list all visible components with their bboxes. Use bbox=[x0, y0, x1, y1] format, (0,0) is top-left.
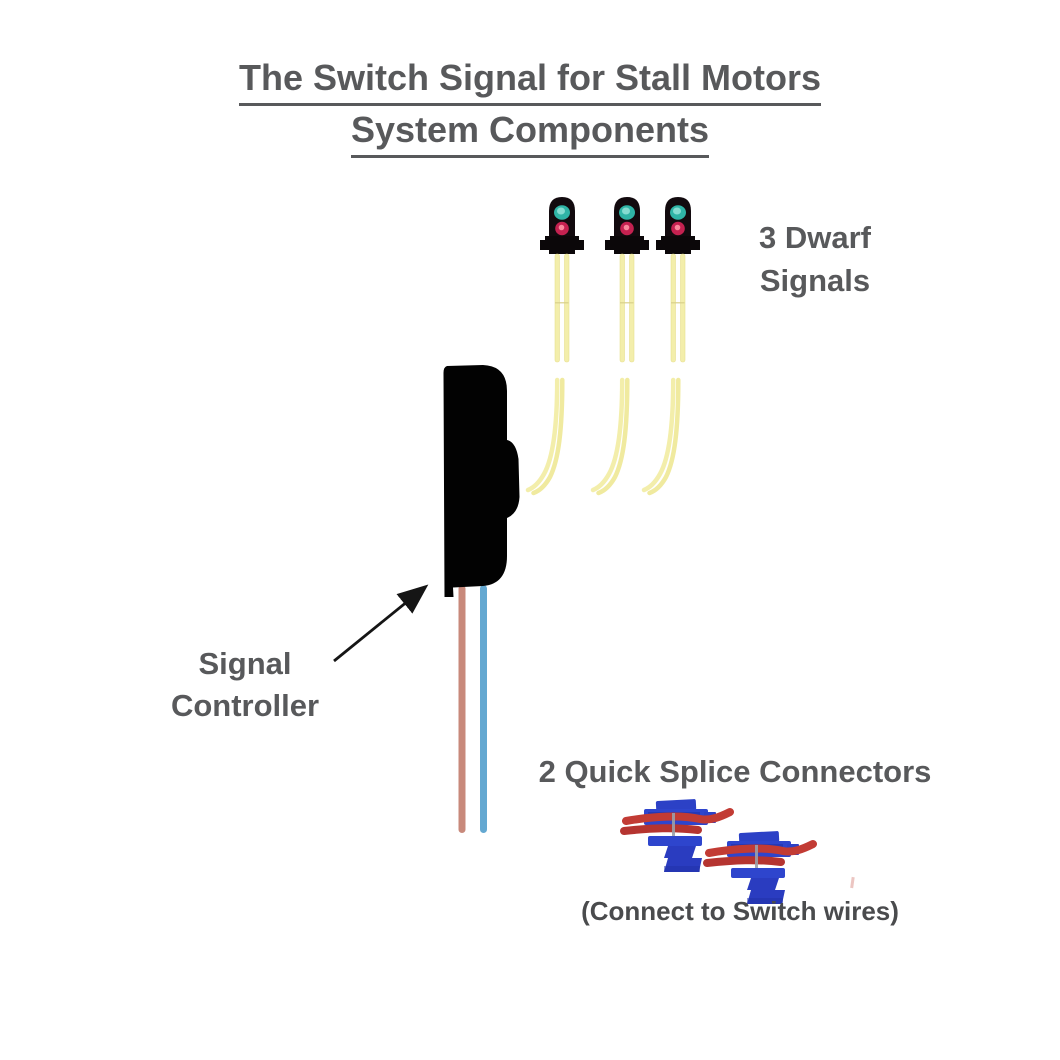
signal-wire-strand bbox=[629, 253, 635, 363]
signal-wire-strand bbox=[619, 253, 625, 363]
signal-controller-label-line-2: Controller bbox=[170, 688, 320, 723]
signal-base bbox=[656, 236, 700, 254]
signal-controller-label-line-1: Signal bbox=[198, 646, 292, 681]
signal-base bbox=[540, 236, 584, 254]
signal-red-light-core bbox=[623, 224, 630, 231]
title-line-2: System Components bbox=[350, 106, 710, 158]
photo-artifact-mark bbox=[850, 876, 855, 889]
dwarf-signal-1 bbox=[525, 197, 584, 496]
signal-wire-curved-strand bbox=[647, 377, 681, 496]
controller-pointer-arrow bbox=[333, 584, 429, 663]
signal-green-light-core bbox=[557, 207, 565, 215]
signal-wire-curved-strand bbox=[531, 377, 565, 496]
dwarf-signal-3 bbox=[641, 197, 700, 496]
signal-wire-curved-strand bbox=[525, 377, 560, 493]
signal-wire-curved-strand bbox=[590, 377, 625, 493]
signal-wire-strand bbox=[564, 253, 570, 363]
signal-green-light-core bbox=[673, 207, 681, 215]
signal-red-light-core bbox=[558, 224, 565, 231]
dwarf-signals-label: 3 Dwarf Signals bbox=[735, 216, 895, 302]
dwarf-signals-label-line-1: 3 Dwarf bbox=[759, 220, 871, 255]
quick-splice-connector-2 bbox=[707, 831, 813, 904]
signal-wire-curved-strand bbox=[596, 377, 630, 496]
signal-controller-body bbox=[443, 365, 520, 597]
signal-wire-strand bbox=[670, 253, 676, 363]
title-line-1: The Switch Signal for Stall Motors bbox=[238, 54, 822, 106]
dwarf-signals-label-line-2: Signals bbox=[759, 263, 871, 298]
dwarf-signal-2 bbox=[590, 197, 649, 496]
splice-connectors-heading: 2 Quick Splice Connectors bbox=[538, 754, 932, 789]
signal-wire-strand bbox=[554, 253, 560, 363]
page-title: The Switch Signal for Stall Motors Syste… bbox=[0, 54, 1060, 158]
signal-base bbox=[605, 236, 649, 254]
controller-output-wire-blue bbox=[480, 585, 487, 833]
signal-red-light-core bbox=[674, 224, 681, 231]
controller-output-wire-red bbox=[458, 585, 466, 833]
signal-green-light-core bbox=[622, 207, 630, 215]
wire-junction-mark bbox=[620, 302, 634, 304]
signal-wire-strand bbox=[680, 253, 686, 363]
signal-wire-curved-strand bbox=[641, 377, 676, 493]
signal-controller-label: Signal Controller bbox=[115, 643, 375, 727]
wire-junction-mark bbox=[671, 302, 685, 304]
splice-connectors-note: (Connect to Switch wires) bbox=[581, 896, 899, 926]
wire-junction-mark bbox=[555, 302, 569, 304]
